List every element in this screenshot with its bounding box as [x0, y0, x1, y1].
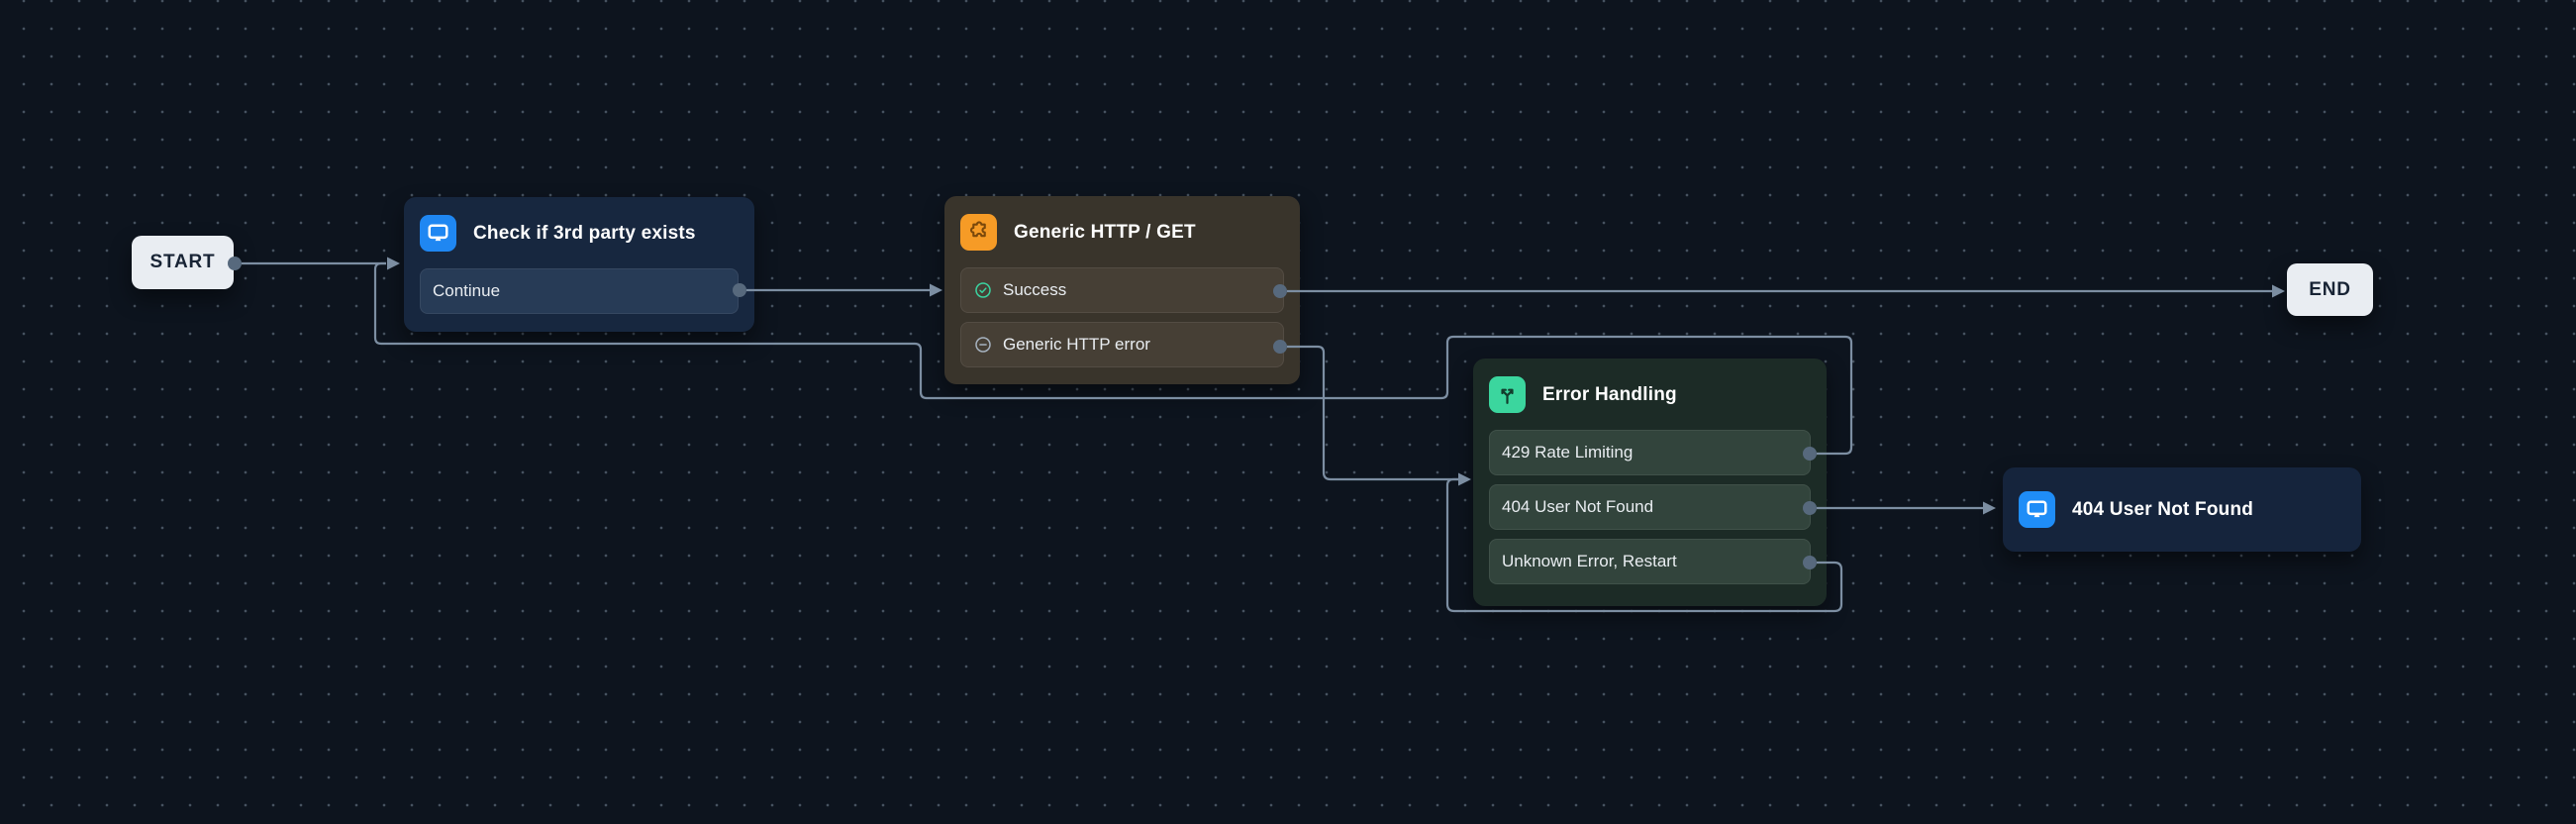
node-title: Check if 3rd party exists — [473, 222, 696, 244]
output-row-success[interactable]: Success — [960, 267, 1284, 313]
output-row-label: Success — [1003, 280, 1067, 299]
node-title: Generic HTTP / GET — [1014, 221, 1196, 243]
output-row-label: Unknown Error, Restart — [1502, 552, 1677, 570]
node-title: Error Handling — [1542, 383, 1677, 405]
output-row-label: Continue — [433, 281, 501, 300]
monitor-icon — [420, 215, 456, 252]
arrowhead — [930, 283, 942, 297]
monitor-icon — [2019, 491, 2055, 528]
puzzle-icon — [960, 214, 997, 251]
node-title: 404 User Not Found — [2072, 498, 2254, 520]
output-row-label: 404 User Not Found — [1502, 497, 1654, 516]
output-row-unknown-error-restart[interactable]: Unknown Error, Restart — [1489, 539, 1811, 584]
output-row-429-rate-limiting[interactable]: 429 Rate Limiting — [1489, 430, 1811, 475]
edge-generic-http-get-generic-http-error-to-error-handling[interactable] — [1287, 345, 1461, 481]
node-header: Check if 3rd party exists — [420, 215, 739, 252]
arrowhead — [1983, 501, 1996, 515]
branch-icon — [1489, 376, 1526, 413]
node-start[interactable]: START — [132, 236, 234, 289]
node-end[interactable]: END — [2287, 263, 2373, 316]
output-row-404-user-not-found[interactable]: 404 User Not Found — [1489, 484, 1811, 530]
node-header: Error Handling — [1489, 376, 1811, 413]
circle-minus-icon — [973, 335, 993, 355]
output-row-label: Generic HTTP error — [1003, 335, 1150, 354]
node-not-found-404[interactable]: 404 User Not Found — [2003, 467, 2361, 552]
node-header: 404 User Not Found — [2019, 491, 2253, 528]
circle-check-icon — [973, 280, 993, 300]
output-row-generic-http-error[interactable]: Generic HTTP error — [960, 322, 1284, 367]
node-error-handling[interactable]: Error Handling 429 Rate Limiting 404 User … — [1473, 359, 1827, 606]
arrowhead — [387, 257, 400, 270]
node-header: Generic HTTP / GET — [960, 214, 1284, 251]
arrowhead — [2272, 284, 2285, 298]
output-row-label: 429 Rate Limiting — [1502, 443, 1634, 462]
arrowhead — [1458, 472, 1471, 486]
output-row-continue[interactable]: Continue — [420, 268, 739, 314]
